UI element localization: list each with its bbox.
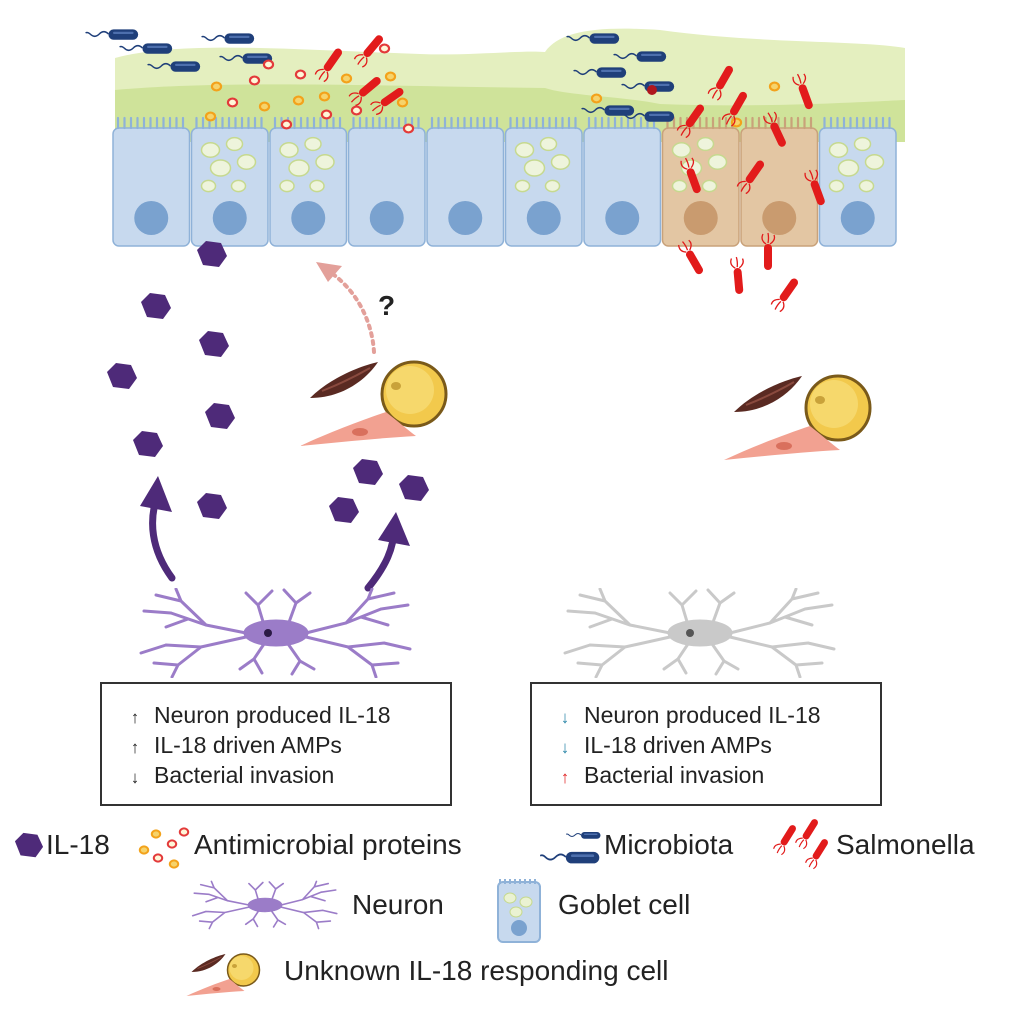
- legend-il18-label: IL-18: [46, 829, 110, 860]
- neuron-legend-icon: [191, 880, 338, 930]
- legend-microbiota-label: Microbiota: [604, 829, 734, 860]
- right-row-2: ↓ IL-18 driven AMPs: [556, 730, 772, 763]
- arrow-up-icon: ↑: [130, 708, 140, 727]
- goblet-cell: [269, 116, 348, 247]
- epithelial-layer: [112, 116, 897, 247]
- neuron-inactive: [563, 588, 836, 678]
- dotted-question-arrow: [316, 262, 376, 354]
- goblet-cell: [190, 116, 269, 247]
- right-row-1-text: Neuron produced IL-18: [584, 702, 821, 728]
- arrow-up-icon: ↑: [130, 738, 140, 757]
- responding-cells-left: [300, 360, 448, 448]
- left-row-1-text: Neuron produced IL-18: [154, 702, 391, 728]
- salmonella-legend-icon: [771, 816, 832, 871]
- right-row-3: ↑ Bacterial invasion: [556, 760, 765, 793]
- arrow-up-icon: ↑: [560, 768, 570, 787]
- right-outcome-box: ↓ Neuron produced IL-18 ↓ IL-18 driven AMP…: [530, 682, 882, 806]
- left-row-2-text: IL-18 driven AMPs: [154, 732, 342, 758]
- goblet-legend-icon: [497, 879, 541, 943]
- il18-legend-icon: [14, 832, 44, 858]
- arrow-down-icon: ↓: [130, 768, 140, 787]
- left-row-1: ↑ Neuron produced IL-18: [126, 700, 391, 733]
- il18-cluster-left: [107, 241, 235, 519]
- legend-unknown-cell-label: Unknown IL-18 responding cell: [284, 955, 669, 986]
- goblet-cell: [818, 116, 897, 247]
- legend-amps-label: Antimicrobial proteins: [194, 829, 462, 860]
- left-row-3-text: Bacterial invasion: [154, 762, 335, 788]
- left-outcome-box: ↑ Neuron produced IL-18 ↑ IL-18 driven AMP…: [100, 682, 452, 806]
- il18-cluster-right: [329, 459, 429, 523]
- arrow-down-icon: ↓: [560, 708, 570, 727]
- epithelial-cell: [112, 116, 191, 247]
- epithelial-cell: [347, 116, 426, 247]
- responding-cells-right: [724, 374, 872, 462]
- microbiota-group: [84, 28, 675, 123]
- legend-goblet-label: Goblet cell: [558, 889, 691, 920]
- left-row-2: ↑ IL-18 driven AMPs: [126, 730, 342, 763]
- right-row-2-text: IL-18 driven AMPs: [584, 732, 772, 758]
- epithelial-cell: [426, 116, 505, 247]
- goblet-cell: [504, 116, 583, 247]
- arrow-down-icon: ↓: [560, 738, 570, 757]
- il18-release-arrows: [140, 476, 410, 592]
- epithelial-cell: [583, 116, 662, 247]
- right-row-1: ↓ Neuron produced IL-18: [556, 700, 821, 733]
- neuron-active: [139, 588, 412, 678]
- right-row-3-text: Bacterial invasion: [584, 762, 765, 788]
- left-row-3: ↓ Bacterial invasion: [126, 760, 335, 793]
- microbiota-legend-icon: [540, 831, 602, 865]
- unknown-pathway-question-mark: ?: [378, 290, 396, 321]
- infected-epithelial-cell: [661, 116, 740, 247]
- amp-legend-icon: [138, 827, 190, 869]
- legend-salmonella-label: Salmonella: [836, 829, 975, 860]
- legend-neuron-label: Neuron: [352, 889, 444, 920]
- responding-cell-legend-icon: [186, 953, 261, 997]
